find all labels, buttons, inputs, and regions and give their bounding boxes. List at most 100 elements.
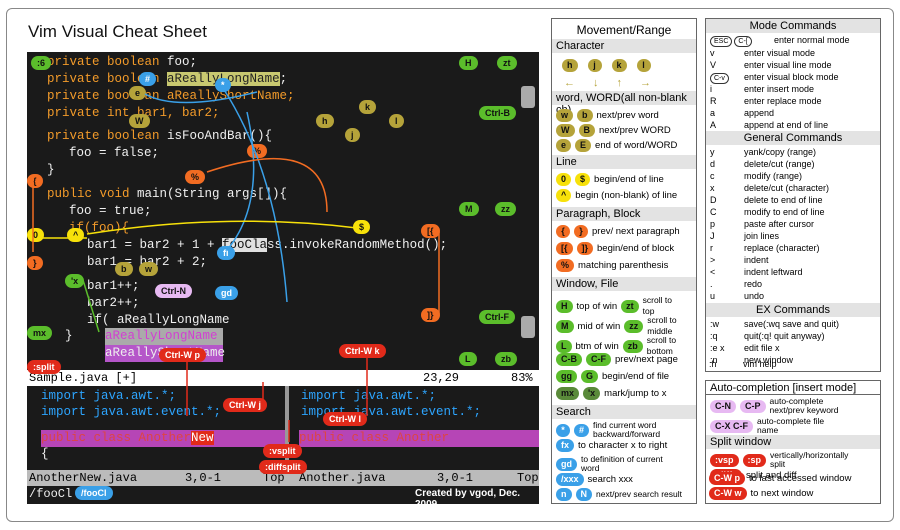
- general-row: .redo: [710, 279, 763, 289]
- label-star: *: [215, 78, 231, 92]
- section-header: Mode Commands: [706, 19, 880, 33]
- label-ctrlN: Ctrl-N: [155, 284, 192, 298]
- char-arrows: ←↓↑→: [564, 77, 651, 89]
- label-caret: ^: [67, 228, 85, 242]
- code-line: private boolean aReallyLongName;: [47, 72, 288, 86]
- code-line-diff: public class Another: [299, 430, 539, 447]
- code-line: bar1 = bar2 + 1 + fooClass.invokeRandomM…: [87, 238, 448, 252]
- section-header: word, WORD(all non-blank ch): [552, 91, 696, 116]
- label-ctrlWk: Ctrl-W k: [339, 344, 386, 358]
- label-bracket2: ]}: [421, 308, 440, 322]
- label-W: W: [129, 114, 150, 128]
- completion-item[interactable]: aReallyLongName: [105, 328, 223, 345]
- code-line: foo = false;: [69, 146, 160, 160]
- code-line: {: [41, 447, 49, 461]
- label-split: :split: [27, 360, 61, 374]
- section-header: Paragraph, Block: [552, 207, 696, 221]
- label-dollar: $: [353, 220, 371, 234]
- section-header: Auto-completion [insert mode]: [706, 381, 880, 395]
- label-fi: fi: [217, 246, 235, 260]
- label-percent: %: [247, 144, 268, 158]
- label-fooCl: /fooCl: [75, 486, 113, 500]
- para-row: [{]}begin/end of block: [556, 242, 674, 255]
- vsplit-divider[interactable]: [285, 386, 289, 466]
- label-x: 'x: [65, 274, 85, 288]
- movement-panel: Movement/Range Character h j k l ←↓↑→ wo…: [551, 18, 697, 504]
- arrow-down-icon: ↓: [593, 77, 599, 89]
- page-title: Vim Visual Cheat Sheet: [28, 22, 207, 41]
- section-header: Split window: [706, 435, 880, 449]
- label-ctrlWp: Ctrl-W p: [159, 348, 206, 362]
- label-mx: mx: [27, 326, 53, 340]
- section-header: Window, File: [552, 277, 696, 291]
- label-ctrlWl: Ctrl-W l: [323, 412, 367, 426]
- code-line: private boolean foo;: [47, 55, 198, 69]
- label-M: M: [459, 202, 479, 216]
- char-keys: h j k l: [562, 59, 651, 72]
- label-brace2: }: [27, 256, 43, 270]
- section-header: Character: [552, 39, 696, 53]
- editor-screenshot: private boolean foo; private boolean aRe…: [27, 52, 539, 504]
- general-row: <indent leftward: [710, 267, 803, 277]
- scrollbar-up[interactable]: [521, 86, 535, 108]
- label-h: h: [316, 114, 334, 128]
- label-ctrlB: Ctrl-B: [479, 106, 516, 120]
- search-row: *#find current word backward/forward: [556, 421, 685, 439]
- code-line: bar1++;: [87, 279, 140, 293]
- code-line: public void main(String args[]){: [47, 187, 288, 201]
- section-header: General Commands: [706, 131, 880, 145]
- label-b: b: [115, 262, 133, 276]
- line-row: ^begin (non-blank) of line: [556, 189, 677, 202]
- label-zz: zz: [495, 202, 516, 216]
- label-vsplit: :vsplit: [263, 444, 302, 458]
- label-percent: %: [185, 170, 206, 184]
- code-line: private boolean aReallyShortName;: [47, 89, 295, 103]
- code-line-diff: public class AnotherNew: [41, 430, 285, 447]
- arrow-right-icon: →: [640, 77, 651, 89]
- label-k: k: [359, 100, 377, 114]
- label-bracket: [{: [421, 224, 440, 238]
- label-j: j: [345, 128, 360, 142]
- code-line: import java.awt.*;: [301, 389, 437, 403]
- label-L: L: [459, 352, 477, 366]
- label-line6: :6: [31, 56, 52, 70]
- label-hash: #: [139, 72, 157, 86]
- section-header: Search: [552, 405, 696, 419]
- key-esc: ESC: [710, 36, 733, 47]
- key-j: j: [587, 59, 602, 72]
- command-line[interactable]: /fooCl: [27, 486, 539, 502]
- line-row: 0$begin/end of line: [556, 173, 664, 186]
- scrollbar-down[interactable]: [521, 316, 535, 338]
- code-line: import java.awt.event.*;: [41, 405, 222, 419]
- credit-text: Created by vgod, Dec. 2009: [415, 488, 521, 504]
- label-gd: gd: [215, 286, 238, 300]
- code-line: }: [47, 163, 55, 177]
- code-line: import java.awt.*;: [41, 389, 177, 403]
